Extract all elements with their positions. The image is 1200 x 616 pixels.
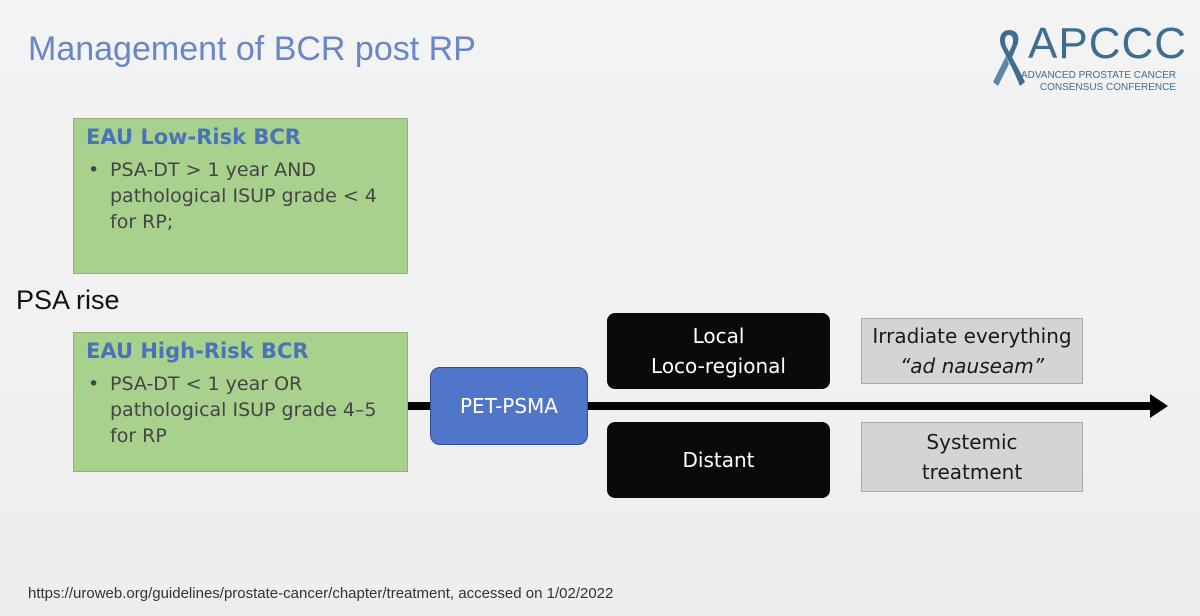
local-line2: Loco-regional	[651, 354, 786, 378]
distant-label: Distant	[682, 448, 755, 472]
awareness-ribbon-icon	[993, 30, 1025, 86]
systemic-line2: treatment	[921, 460, 1023, 484]
bullet: •	[88, 373, 100, 395]
irradiate-line2: “ad nauseam”	[899, 354, 1045, 378]
pet-psma-box: PET-PSMA	[430, 367, 588, 445]
timeline-arrow	[408, 394, 1168, 418]
bullet: •	[88, 159, 100, 181]
apccc-logo: APCCC ADVANCED PROSTATE CANCER CONSENSUS…	[990, 22, 1186, 94]
slide-title: Management of BCR post RP	[28, 30, 476, 68]
high-risk-box: EAU High-Risk BCR • PSA-DT < 1 year OR p…	[73, 332, 408, 472]
high-risk-title: EAU High-Risk BCR	[86, 339, 309, 363]
psa-rise-label: PSA rise	[16, 285, 120, 315]
low-risk-criteria-text: PSA-DT > 1 year AND pathological ISUP gr…	[110, 159, 377, 233]
logo-subtitle-line1: ADVANCED PROSTATE CANCER	[1020, 70, 1176, 81]
systemic-box: Systemic treatment	[861, 422, 1083, 492]
distant-box: Distant	[607, 422, 830, 498]
low-risk-box: EAU Low-Risk BCR • PSA-DT > 1 year AND p…	[73, 118, 408, 274]
low-risk-title: EAU Low-Risk BCR	[86, 125, 301, 149]
local-box: Local Loco-regional	[607, 313, 830, 389]
irradiate-box: Irradiate everything “ad nauseam”	[861, 318, 1083, 384]
low-risk-criteria: • PSA-DT > 1 year AND pathological ISUP …	[86, 157, 395, 235]
local-line1: Local	[692, 324, 745, 348]
irradiate-line1: Irradiate everything	[872, 324, 1072, 348]
footer-reference: https://uroweb.org/guidelines/prostate-c…	[28, 585, 614, 602]
logo-brand-text: APCCC	[1028, 19, 1188, 68]
high-risk-criteria: • PSA-DT < 1 year OR pathological ISUP g…	[86, 371, 395, 449]
logo-subtitle-line2: CONSENSUS CONFERENCE	[1039, 82, 1176, 93]
systemic-line1: Systemic	[926, 430, 1018, 454]
high-risk-criteria-text: PSA-DT < 1 year OR pathological ISUP gra…	[110, 373, 377, 447]
